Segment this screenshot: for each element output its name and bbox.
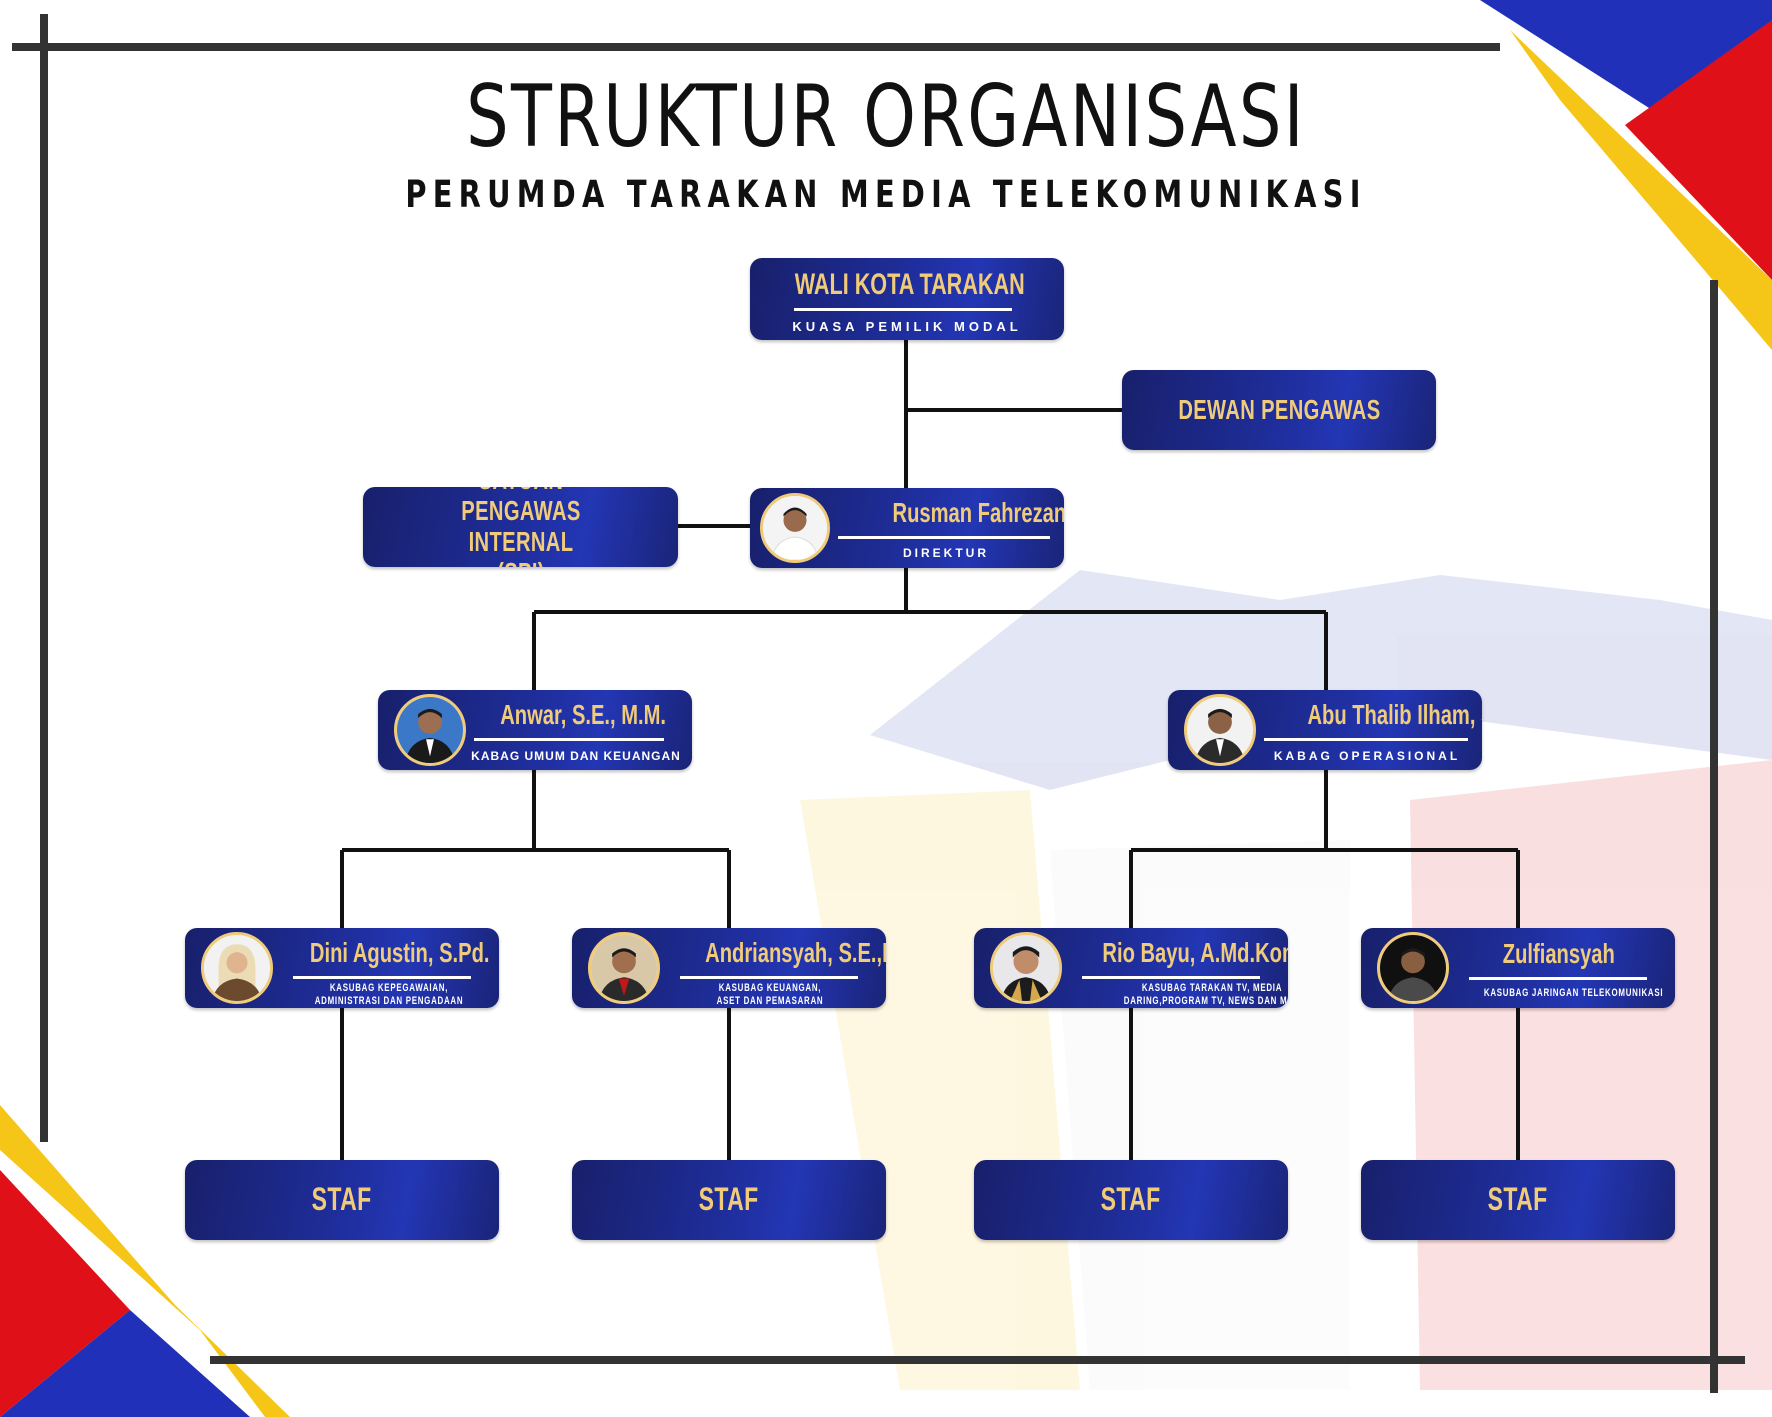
node-staf-3: STAF	[974, 1160, 1288, 1240]
anwar-avatar	[394, 694, 466, 766]
org-connectors	[340, 340, 1520, 1160]
zulfiansyah-name: Zulfiansyah	[1502, 938, 1616, 969]
abu-name: Abu Thalib Ilham, SE, M.H.	[1307, 699, 1482, 730]
spi-title: SATUAN PENGAWAS INTERNAL (SPI)	[460, 487, 581, 567]
node-dini: Dini Agustin, S.Pd. KASUBAG KEPEGAWAIAN,…	[185, 928, 499, 1008]
staf-1-title: STAF	[312, 1181, 372, 1218]
abu-role: KABAG OPERASIONAL	[1273, 749, 1461, 763]
corner-accent-bottom-left	[0, 1105, 290, 1417]
rio-name: Rio Bayu, A.Md.Kom	[1102, 937, 1288, 968]
andriansyah-name: Andriansyah, S.E.,M.M.	[705, 937, 886, 968]
rio-avatar	[990, 932, 1062, 1004]
page-title: STRUKTUR ORGANISASI	[466, 67, 1306, 167]
node-dewan-pengawas: DEWAN PENGAWAS	[1122, 370, 1436, 450]
page-subtitle: PERUMDA TARAKAN MEDIA TELEKOMUNIKASI	[405, 173, 1367, 216]
zulfiansyah-avatar	[1377, 932, 1449, 1004]
anwar-role: KABAG UMUM DAN KEUANGAN	[471, 749, 681, 763]
node-spi: SATUAN PENGAWAS INTERNAL (SPI)	[363, 487, 678, 567]
node-andriansyah: Andriansyah, S.E.,M.M. KASUBAG KEUANGAN,…	[572, 928, 886, 1008]
walikota-title: WALI KOTA TARAKAN	[794, 268, 1025, 301]
rio-role: KASUBAG TARAKAN TV, MEDIA DARING,PROGRAM…	[1123, 982, 1288, 1007]
frame	[12, 14, 1745, 1393]
direktur-role: DIREKTUR	[903, 546, 989, 560]
staf-4-title: STAF	[1488, 1181, 1548, 1218]
node-walikota: WALI KOTA TARAKAN KUASA PEMILIK MODAL	[750, 258, 1064, 340]
anwar-name: Anwar, S.E., M.M.	[500, 699, 667, 730]
corner-accent-top-right	[1480, 0, 1772, 350]
node-zulfiansyah: Zulfiansyah KASUBAG JARINGAN TELEKOMUNIK…	[1361, 928, 1675, 1008]
direktur-name: Rusman Fahrezan Baliha, M.I.P.	[892, 497, 1064, 528]
node-rio: Rio Bayu, A.Md.Kom KASUBAG TARAKAN TV, M…	[974, 928, 1288, 1008]
node-abu: Abu Thalib Ilham, SE, M.H. KABAG OPERASI…	[1168, 690, 1482, 770]
andriansyah-role: KASUBAG KEUANGAN, ASET DAN PEMASARAN	[716, 982, 824, 1007]
dewan-title: DEWAN PENGAWAS	[1177, 393, 1381, 425]
dini-avatar	[201, 932, 273, 1004]
dini-name: Dini Agustin, S.Pd.	[309, 937, 490, 968]
staf-2-title: STAF	[699, 1181, 759, 1218]
node-direktur: Rusman Fahrezan Baliha, M.I.P. DIREKTUR	[750, 488, 1064, 568]
node-staf-2: STAF	[572, 1160, 886, 1240]
direktur-avatar	[760, 493, 830, 563]
node-staf-4: STAF	[1361, 1160, 1675, 1240]
staf-3-title: STAF	[1101, 1181, 1161, 1218]
andriansyah-avatar	[588, 932, 660, 1004]
node-staf-1: STAF	[185, 1160, 499, 1240]
dini-role: KASUBAG KEPEGAWAIAN, ADMINISTRASI DAN PE…	[314, 982, 464, 1007]
walikota-role: KUASA PEMILIK MODAL	[792, 319, 1022, 334]
zulfiansyah-role: KASUBAG JARINGAN TELEKOMUNIKASI	[1483, 987, 1664, 999]
node-anwar: Anwar, S.E., M.M. KABAG UMUM DAN KEUANGA…	[378, 690, 692, 770]
abu-avatar	[1184, 694, 1256, 766]
